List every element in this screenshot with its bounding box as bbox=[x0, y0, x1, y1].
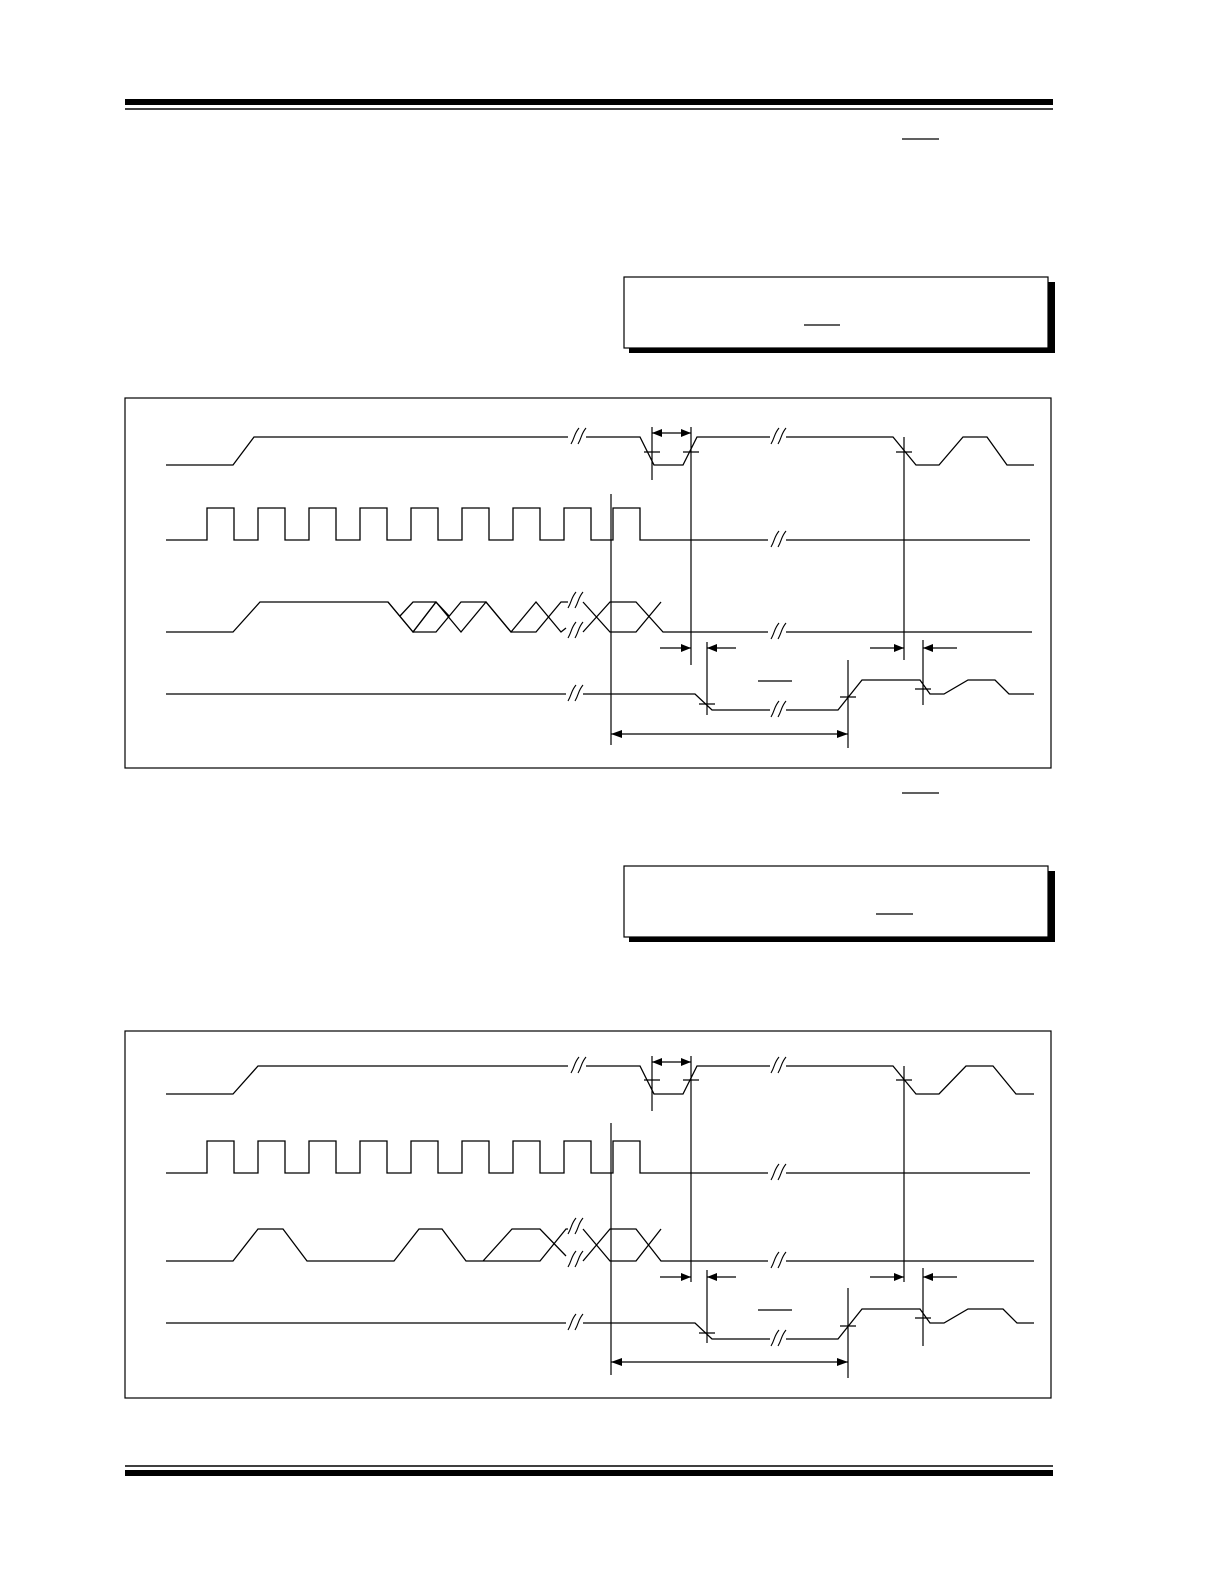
timing-diagram-2 bbox=[124, 1030, 1052, 1399]
sck-clock-2 bbox=[166, 1140, 768, 1174]
cs-waveform-2 bbox=[166, 1065, 568, 1095]
sck-clock-1 bbox=[166, 507, 768, 541]
si-waveform-2 bbox=[166, 1228, 568, 1262]
footer-rules bbox=[125, 1465, 1053, 1476]
callout-box-2 bbox=[623, 865, 1055, 942]
header-rules bbox=[125, 99, 1053, 110]
timing-diagram-1 bbox=[124, 397, 1052, 769]
cs-waveform-1 bbox=[166, 436, 568, 466]
callout-box-1 bbox=[623, 276, 1055, 353]
